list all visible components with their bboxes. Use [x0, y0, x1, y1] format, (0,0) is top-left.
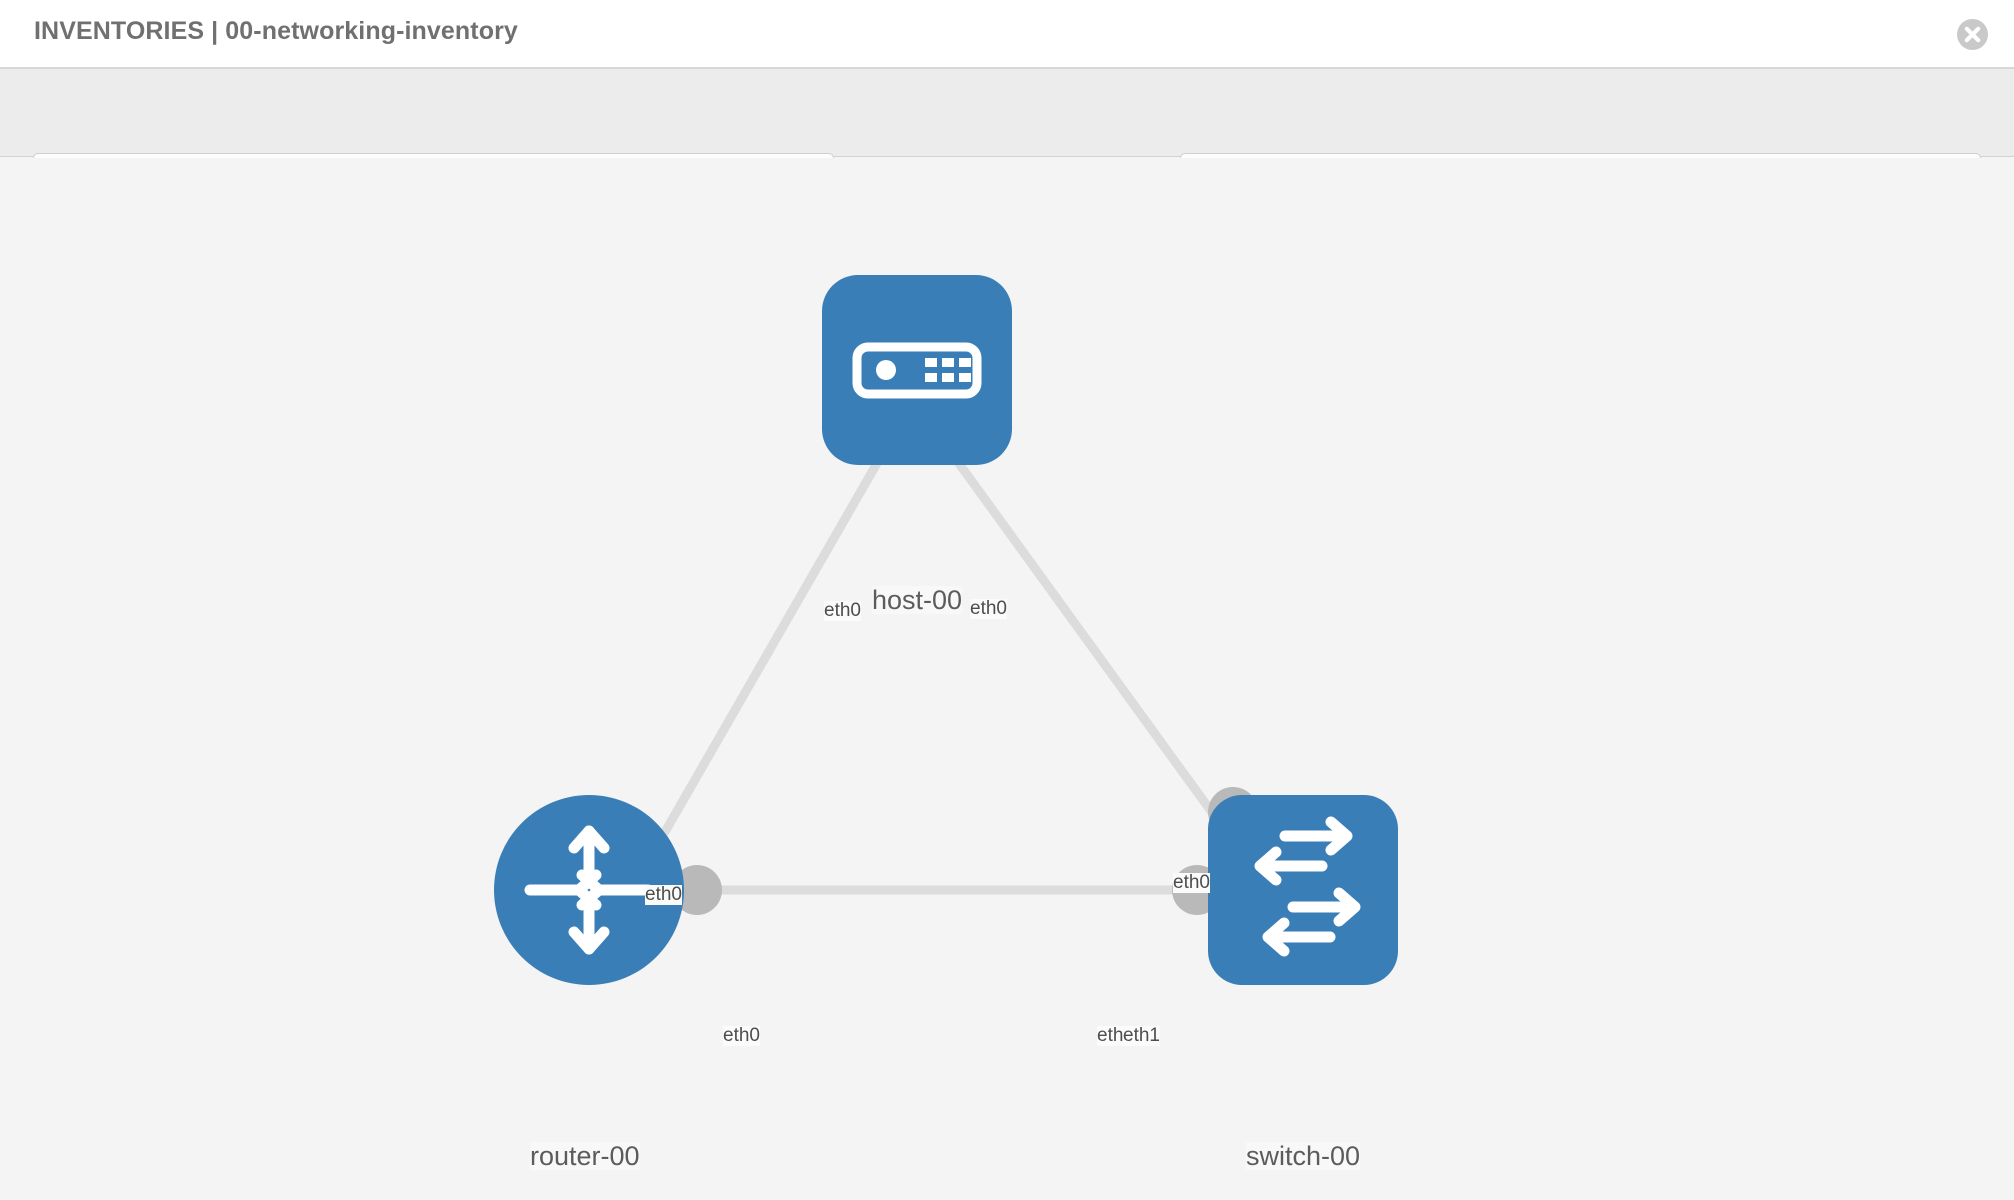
node-router-00[interactable]	[494, 795, 684, 985]
server-icon	[852, 342, 982, 399]
switch-arrows-icon	[1254, 816, 1361, 957]
node-host-00[interactable]	[822, 275, 1012, 465]
connector-router-right	[672, 865, 722, 915]
iface-label-switch-top: eth0	[1173, 872, 1210, 893]
link-host-router	[646, 455, 884, 861]
link-host-switch	[951, 455, 1249, 861]
topology-links	[646, 455, 1249, 895]
node-label-host-00: host-00	[872, 585, 963, 615]
iface-label-router-top: eth0	[645, 884, 682, 905]
page-header: INVENTORIES | 00-networking-inventory	[0, 0, 2014, 69]
page-title: INVENTORIES | 00-networking-inventory	[34, 17, 518, 45]
router-arrows-icon	[524, 825, 654, 955]
topology-canvas[interactable]: eth0 eth0 eth0 eth0 eth0 eth0 eth1 host-…	[0, 158, 2014, 1200]
node-switch-00[interactable]	[1208, 795, 1398, 985]
iface-label-host-left: eth0	[824, 600, 861, 621]
node-label-switch-00: switch-00	[1246, 1141, 1361, 1171]
iface-label-switch-left-eth1: eth1	[1123, 1025, 1160, 1046]
iface-label-host-right: eth0	[970, 598, 1007, 619]
iface-label-router-right: eth0	[723, 1025, 760, 1046]
toolbar: ACTIONS SEARCH	[0, 69, 2014, 208]
topology-graph	[494, 275, 1398, 985]
close-circle-icon[interactable]	[1957, 19, 1988, 50]
node-label-router-00: router-00	[530, 1141, 640, 1171]
